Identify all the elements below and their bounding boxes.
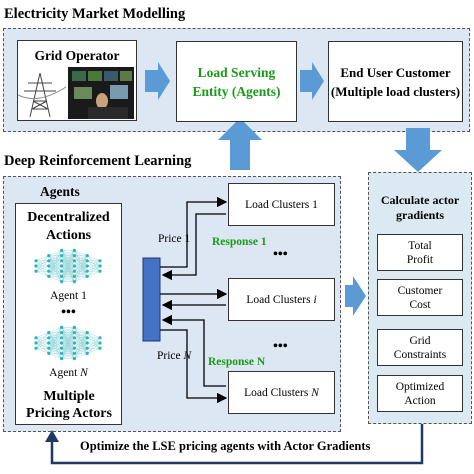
bottom-caption: Optimize the LSE pricing agents with Act…	[80, 439, 371, 453]
lse-label-line1: Load Serving	[197, 64, 276, 80]
section-title-drl: Deep Reinforcement Learning	[4, 153, 192, 169]
arrow-drl-to-grad	[345, 276, 366, 316]
load-cluster-N-label: Load Clusters N	[244, 386, 319, 399]
decentralized-actions-label: Decentralized Actions	[15, 209, 122, 245]
load-cluster-1-label: Load Clusters 1	[245, 198, 318, 211]
decentralized-line2: Actions	[45, 228, 92, 243]
clusters-dots-upper: •••	[273, 247, 288, 262]
neural-net-agentN-icon	[34, 325, 102, 361]
gradients-title-line2: gradients	[396, 208, 444, 222]
price1-arrow	[160, 196, 228, 268]
arrow-up-to-lse	[218, 118, 262, 170]
clusters-dots-lower: •••	[273, 339, 288, 354]
arrow-lse-to-euc	[300, 62, 324, 100]
arrow-down-from-euc	[394, 128, 442, 172]
pricing-bar	[142, 257, 161, 342]
gradients-title: Calculate actor gradients	[368, 193, 472, 223]
gradients-title-line1: Calculate actor	[380, 193, 460, 207]
priceN-label: Price N	[157, 350, 192, 362]
decentralized-line1: Decentralized	[27, 210, 110, 225]
arrow-grid-to-lse	[145, 62, 170, 100]
grid-operator-photo	[18, 67, 134, 119]
euc-label-line1: End User Customer	[340, 64, 451, 80]
agent1-label: Agent 1	[50, 290, 87, 302]
multiple-line2: Pricing Actors	[26, 406, 112, 421]
lse-label-line2: Entity (Agents)	[192, 83, 281, 99]
responseN-label: Response N	[208, 356, 266, 368]
price1-label: Price 1	[158, 233, 191, 245]
agents-dots: •••	[61, 305, 76, 320]
power-pylon-icon	[18, 72, 67, 118]
euc-label-line2: (Multiple load clusters)	[330, 83, 461, 99]
response1-arrow	[161, 213, 226, 281]
priceN-arrow	[160, 329, 228, 404]
section-title-market: Electricity Market Modelling	[4, 6, 186, 22]
load-cluster-N-box: Load Clusters N	[228, 371, 335, 414]
agents-box	[15, 203, 122, 425]
grid-operator-box: Grid Operator	[17, 40, 137, 121]
load-cluster-i-label: Load Clusters i	[246, 293, 317, 306]
multiple-pricing-actors-label: Multiple Pricing Actors	[10, 388, 128, 422]
feedback-arrow	[50, 424, 424, 465]
multiple-line1: Multiple	[43, 389, 95, 404]
lse-box: Load Serving Entity (Agents)	[176, 41, 297, 122]
responseN-arrow	[161, 314, 226, 387]
agents-title: Agents	[40, 184, 80, 199]
grid-operator-label: Grid Operator	[34, 48, 120, 63]
load-cluster-1-box: Load Clusters 1	[228, 183, 335, 226]
load-cluster-i-box: Load Clusters i	[228, 278, 335, 321]
end-user-customer-box: End User Customer (Multiple load cluster…	[328, 41, 463, 122]
agentN-label: Agent N	[49, 367, 88, 379]
neural-net-agent1-icon	[34, 248, 102, 284]
response1-label: Response 1	[212, 236, 267, 248]
feedback-arrowhead	[45, 430, 59, 442]
